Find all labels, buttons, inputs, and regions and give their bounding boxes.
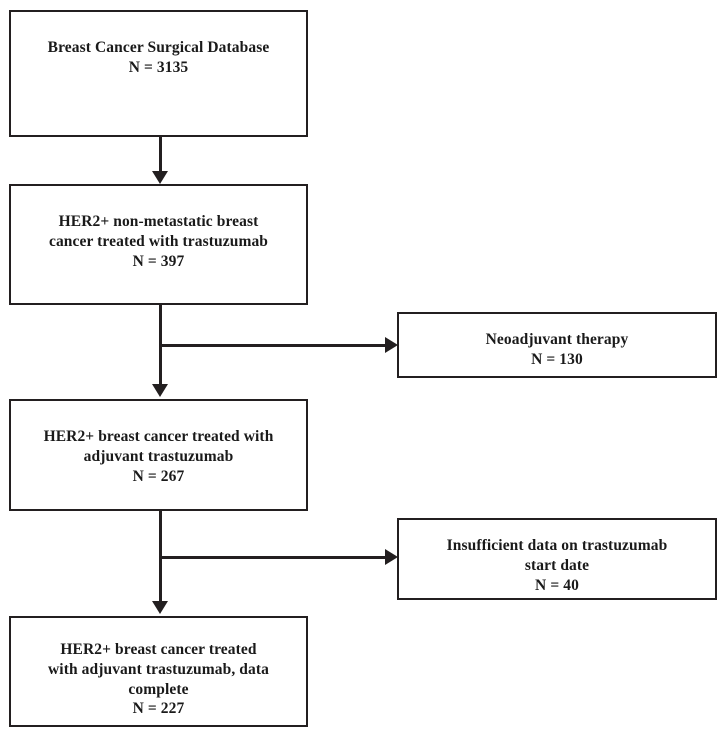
arrowhead-adjuvant-to-insufficient-icon	[385, 549, 398, 565]
node-her2-nonmetastatic: HER2+ non-metastatic breast cancer treat…	[9, 184, 308, 305]
connector-her2-to-neoadjuvant-branch	[159, 344, 388, 347]
node-label-insufficient-data-excluded: Insufficient data on trastuzumab start d…	[446, 537, 668, 594]
node-label-her2-nonmetastatic: HER2+ non-metastatic breast cancer treat…	[48, 213, 269, 270]
node-label-adjuvant-trastuzumab: HER2+ breast cancer treated with adjuvan…	[43, 428, 274, 485]
node-insufficient-data-excluded: Insufficient data on trastuzumab start d…	[397, 518, 717, 600]
arrowhead-her2-to-adjuvant-icon	[152, 384, 168, 397]
arrowhead-her2-to-neoadjuvant-icon	[385, 337, 398, 353]
node-neoadjuvant-excluded: Neoadjuvant therapy N = 130	[397, 312, 717, 378]
node-label-final-cohort: HER2+ breast cancer treated with adjuvan…	[48, 641, 269, 718]
node-label-database: Breast Cancer Surgical Database N = 3135	[47, 39, 270, 76]
arrowhead-database-to-her2-icon	[152, 171, 168, 184]
node-adjuvant-trastuzumab: HER2+ breast cancer treated with adjuvan…	[9, 399, 308, 511]
node-breast-cancer-surgical-database: Breast Cancer Surgical Database N = 3135	[9, 10, 308, 137]
arrowhead-adjuvant-to-final-icon	[152, 601, 168, 614]
connector-adjuvant-to-insufficient-branch	[159, 556, 388, 559]
node-label-neoadjuvant-excluded: Neoadjuvant therapy N = 130	[485, 331, 629, 368]
node-final-cohort: HER2+ breast cancer treated with adjuvan…	[9, 616, 308, 727]
connector-database-to-her2	[159, 137, 162, 173]
